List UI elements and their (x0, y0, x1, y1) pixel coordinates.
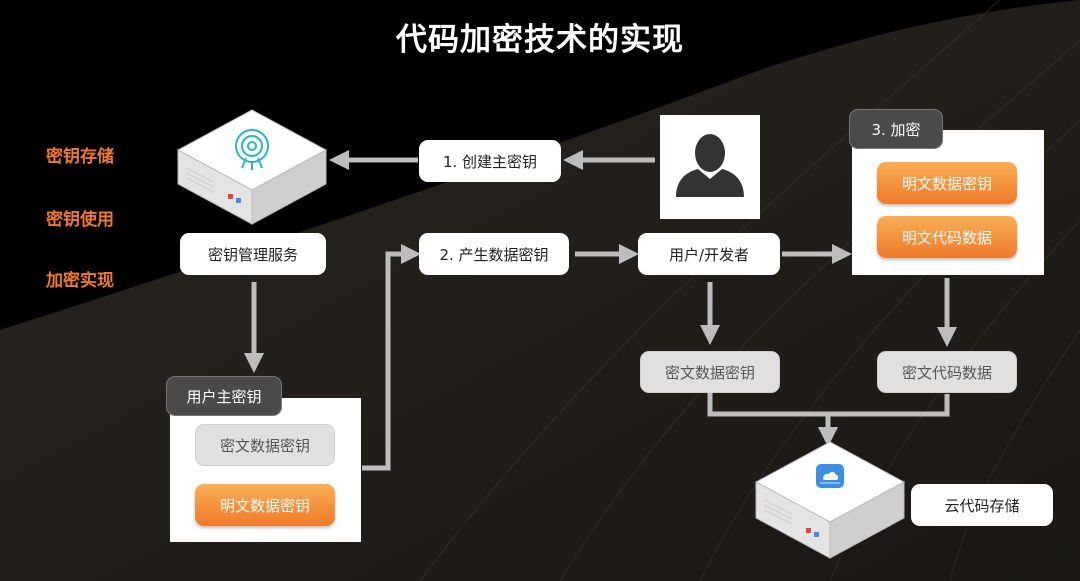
storage-server (754, 441, 906, 559)
user-developer-label: 用户/开发者 (638, 233, 780, 275)
cmk-cipher-data-key: 密文数据密钥 (195, 424, 335, 466)
cmk-header: 用户主密钥 (166, 376, 282, 416)
key-icon (235, 129, 269, 170)
cloud-storage-icon (816, 464, 844, 488)
cmk-plain-data-key: 明文数据密钥 (195, 484, 335, 526)
side-label-encryption: 加密实现 (46, 271, 114, 291)
step-create-master-key: 1. 创建主密钥 (419, 140, 561, 182)
kms-server (176, 109, 328, 225)
arrow-merge-to-storage (707, 392, 950, 417)
user-avatar (660, 115, 760, 219)
cipher-code-data: 密文代码数据 (877, 351, 1017, 393)
arrow-cmk-to-generate (362, 244, 421, 471)
cloud-storage-label: 云代码存储 (911, 484, 1053, 526)
side-label-usage: 密钥使用 (46, 210, 114, 230)
kms-label: 密钥管理服务 (180, 233, 326, 275)
page-title: 代码加密技术的实现 (396, 22, 684, 58)
user-silhouette-icon (676, 134, 744, 197)
step-encrypt-header: 3. 加密 (849, 109, 943, 149)
encrypt-plain-data-key: 明文数据密钥 (877, 162, 1017, 204)
step-generate-data-key: 2. 产生数据密钥 (419, 233, 569, 275)
cipher-data-key: 密文数据密钥 (640, 351, 780, 393)
side-label-storage: 密钥存储 (46, 147, 114, 167)
encrypt-plain-code-data: 明文代码数据 (877, 216, 1017, 258)
